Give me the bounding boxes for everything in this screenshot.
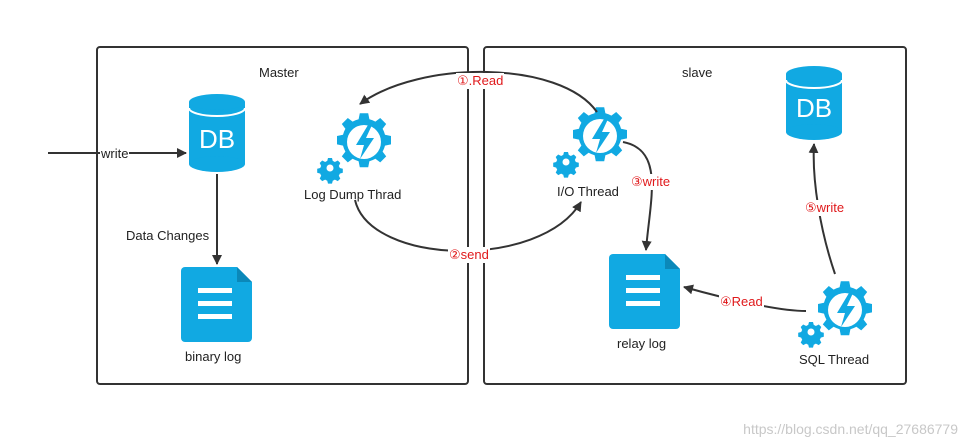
write-in-label: write xyxy=(100,146,130,162)
slave-db-icon xyxy=(785,66,843,140)
binary-log-icon xyxy=(181,267,252,342)
step2-send-label: ②send xyxy=(448,247,490,263)
relay-log-label: relay log xyxy=(617,336,667,351)
log-dump-label: Log Dump Thrad xyxy=(304,187,402,202)
sql-thread-gear-icon xyxy=(798,281,872,348)
master-title: Master xyxy=(259,65,299,80)
step3-write-label: ③write xyxy=(630,174,672,190)
master-db-icon xyxy=(188,94,246,172)
relay-log-icon xyxy=(609,254,680,329)
write3-arrow xyxy=(622,141,653,251)
io-thread-gear-icon xyxy=(553,107,627,178)
binary-log-label: binary log xyxy=(185,349,242,364)
slave-db-text: DB xyxy=(796,93,832,123)
master-db-text: DB xyxy=(199,124,235,154)
master-box xyxy=(96,46,469,385)
log-dump-gear-icon xyxy=(317,113,391,184)
io-thread-label: I/O Thread xyxy=(557,184,619,199)
slave-box xyxy=(483,46,907,385)
data-changes-label: Data Changes xyxy=(125,228,211,244)
step5-write-label: ⑤write xyxy=(804,200,846,216)
read1-arrow xyxy=(359,70,598,113)
sql-thread-label: SQL Thread xyxy=(799,352,870,367)
slave-title: slave xyxy=(682,65,713,80)
step4-read-label: ④Read xyxy=(719,294,764,310)
step1-read-label: ①.Read xyxy=(456,73,505,89)
watermark: https://blog.csdn.net/qq_27686779 xyxy=(743,421,958,437)
